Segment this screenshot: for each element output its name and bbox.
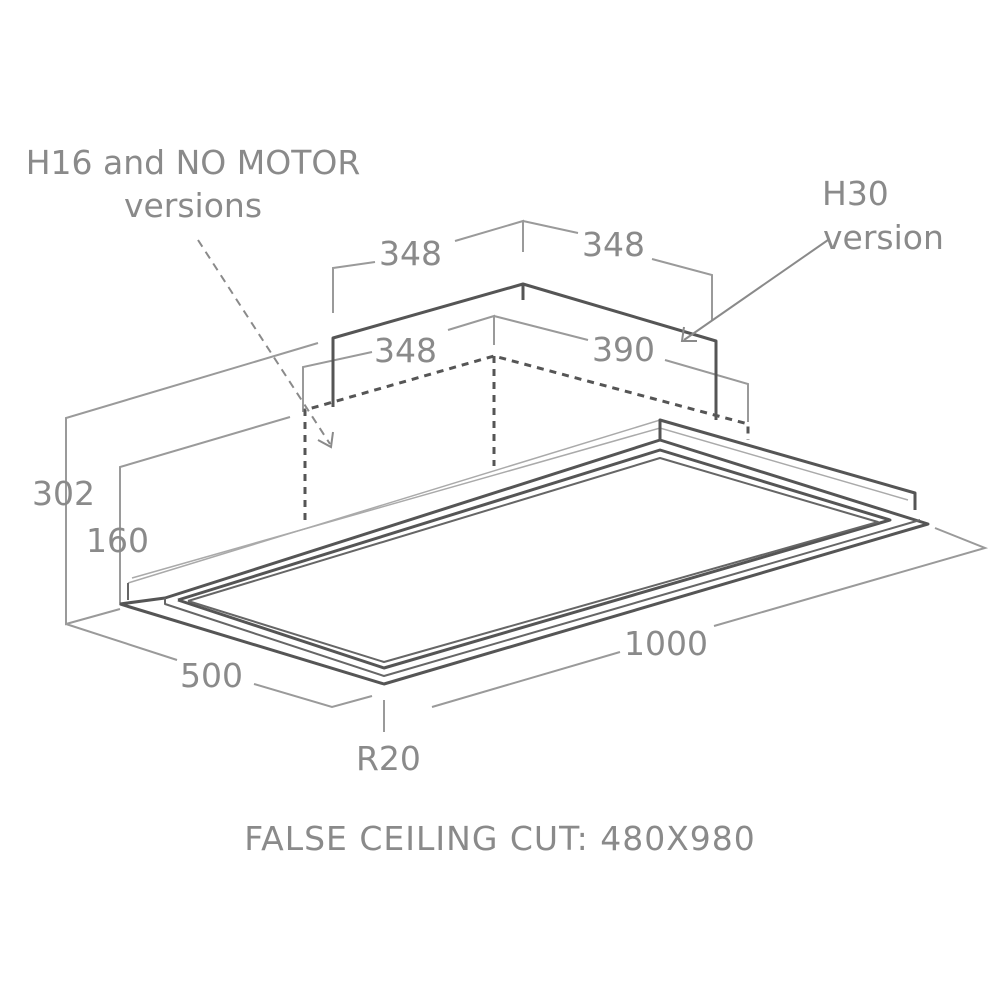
note-h16-line2: versions [124,186,262,225]
hood-canopy [119,418,930,686]
dim-line-top-left-2 [454,219,524,252]
h16-pointer-head [317,431,334,449]
label-500: 500 [180,656,243,695]
dim-line-302 [65,342,319,626]
canopy-inner-panel-2 [187,457,879,663]
canopy-frame-edge [164,519,921,677]
label-1000: 1000 [624,624,708,663]
canopy-inner-panel [177,448,892,670]
label-r20: R20 [356,739,421,778]
dim-line-1000 [431,651,621,708]
motor-housing [303,282,750,520]
canopy-top-plane-2 [131,427,909,579]
dim-line-500-2 [253,683,373,709]
dim-line-top-left [332,261,376,313]
canopy-top-plane [127,419,916,584]
dim-line-500 [65,623,178,661]
dim-line-inner-right [493,315,589,341]
label-302: 302 [32,474,95,513]
pointer-arrows [197,239,829,449]
label-348-top-left: 348 [379,234,442,273]
dimension-labels: 348 348 348 390 302 160 500 1000 R20 [32,225,708,778]
h16-pointer-line [197,239,331,445]
dim-line-top-right-2 [651,258,713,320]
dim-line-inner-right-2 [664,359,749,422]
false-ceiling-cut-caption: FALSE CEILING CUT: 480X980 [244,819,756,858]
housing-h16-outline [303,354,750,520]
dim-line-1000-2 [713,527,989,627]
note-h16-line1: H16 and NO MOTOR [26,143,361,182]
note-h30-line2: version [823,218,944,257]
h30-pointer-head [680,326,697,342]
label-348-top-right: 348 [582,225,645,264]
h30-pointer-line [683,239,829,341]
version-notes: H16 and NO MOTOR versions H30 version [26,143,944,257]
canopy-right-cap [658,418,917,510]
label-390-inner: 390 [592,330,655,369]
dim-line-top-right [522,220,579,234]
label-348-inner: 348 [374,331,437,370]
dim-line-inner-mid [447,314,495,345]
canopy-outer-frame [119,438,930,686]
dimension-lines [65,219,989,732]
dim-line-inner-left [302,351,373,412]
note-h30-line1: H30 [822,174,889,213]
dim-line-160 [119,416,291,605]
label-160: 160 [86,521,149,560]
